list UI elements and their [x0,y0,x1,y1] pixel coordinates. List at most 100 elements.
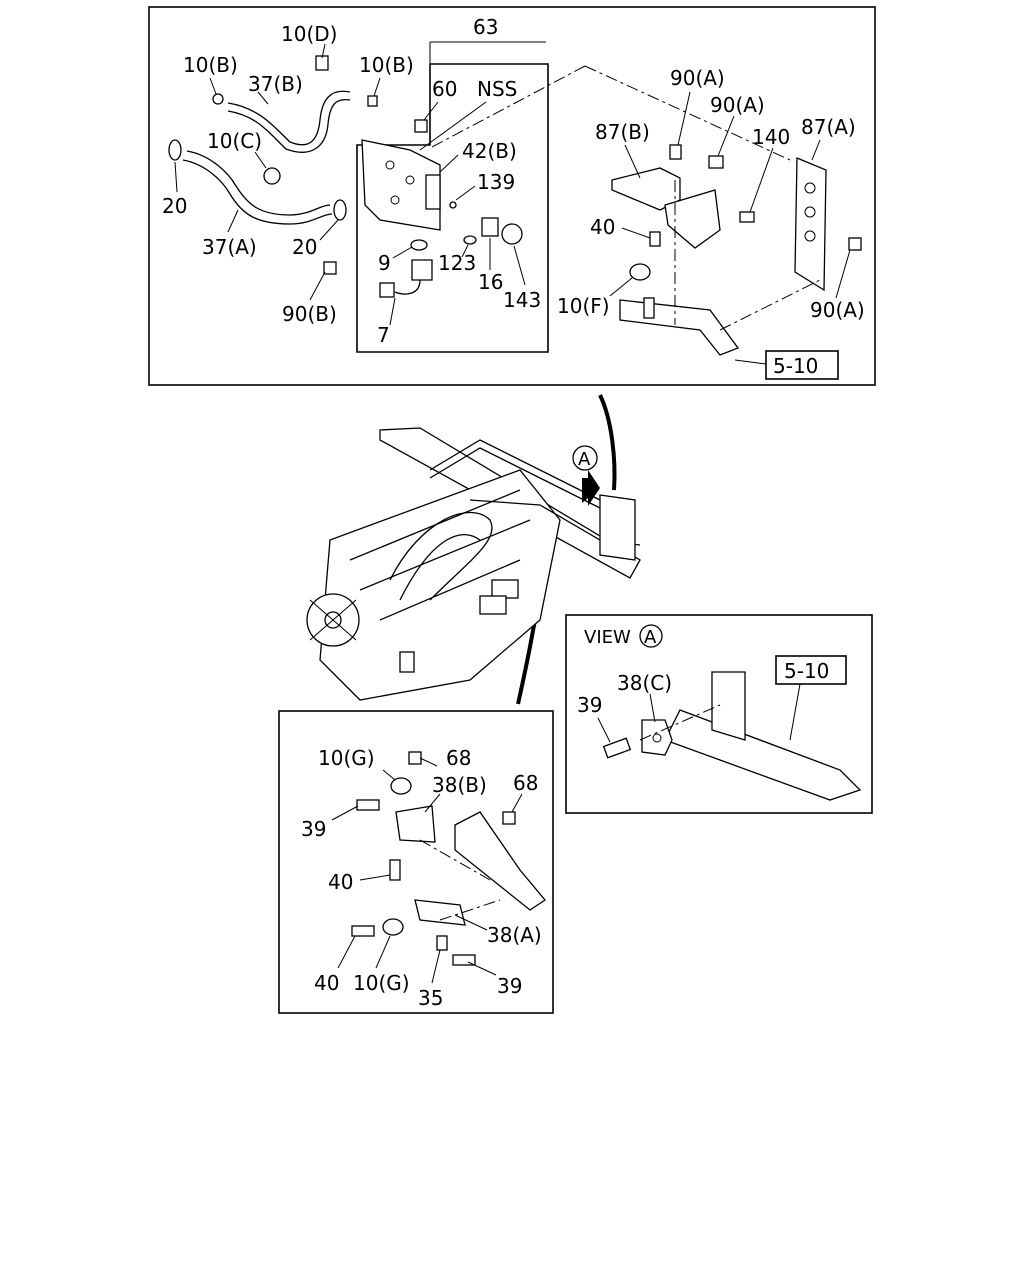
leader-123 [461,244,469,258]
leader-35 [431,949,441,984]
label-10b-left: 10(B) [183,53,238,77]
hose-37a [186,150,331,216]
label-68-right: 68 [513,771,538,795]
engine-part-cyl-1 [491,579,519,599]
leader-90a-2 [717,115,735,157]
label-10c: 10(C) [207,129,262,153]
label-87a: 87(A) [801,115,856,139]
label-7: 7 [377,323,390,347]
label-38b: 38(B) [432,773,487,797]
clamp-10b-right [367,95,378,107]
top-panel-frame [148,6,876,386]
engine-line-2 [359,519,531,591]
engine-block [319,469,561,701]
leader-40-mid [359,874,391,881]
leader-38b [424,793,441,813]
detail-nut-35 [436,935,448,951]
label-42b: 42(B) [462,139,517,163]
top-panel: 5-10 63 10(D) 10(B) 10(B) 37(B) [148,6,876,386]
leader-63 [429,42,548,65]
ref-label-top: 5-10 [773,354,818,378]
leader-37a [227,209,239,233]
leader-38c [649,693,656,723]
leader-39-bottom [467,961,497,976]
leader-10b-right [373,77,381,97]
link-curve-top [598,394,617,491]
label-10g-bottom: 10(G) [353,971,410,995]
view-bracket [711,671,746,741]
arrow-a-label: A [578,449,591,470]
label-39-mid: 39 [301,817,326,841]
label-39-view: 39 [577,693,602,717]
cap-143 [501,223,523,245]
detail-clamp-10g-top [390,777,412,795]
clamp-10b-left [212,93,224,105]
arrow-a-circle [572,445,598,471]
leader-39-mid [331,805,359,821]
group-63-box [356,63,549,353]
leader-10g-top [382,769,396,781]
engine-assembly: A [306,427,641,701]
leader-10g-bottom [375,935,391,969]
valve-42b [425,174,441,210]
bracket-87a-hole-1 [804,182,816,194]
frame-rail-post [643,297,655,319]
leader-139 [455,185,476,201]
view-title: VIEW [584,627,631,648]
label-87b: 87(B) [595,120,650,144]
leader-dash-3 [719,279,821,331]
detail-bolt-40-bottom [351,925,375,937]
leader-10c [254,151,267,169]
leader-40-bottom [337,935,356,969]
leader-90a-3 [835,249,851,299]
label-68-top: 68 [446,746,471,770]
detail-dash-1 [419,839,491,881]
label-60: 60 [432,77,457,101]
leader-dash-1 [584,65,791,161]
switch-7-wire [394,279,421,295]
label-139: 139 [477,170,515,194]
detail-frame-rail [454,811,546,911]
leader-10f [609,277,633,297]
label-38c: 38(C) [617,671,672,695]
detail-bracket-38b [395,805,436,843]
label-40-bottom: 40 [314,971,339,995]
arrow-a-icon [582,470,600,506]
bracket-87a-hole-2 [804,206,816,218]
hose-37b [227,90,351,146]
label-37a: 37(A) [202,235,257,259]
detail-dash-2 [439,899,501,921]
hose-37a-edge [182,159,333,225]
clamp-10f [629,263,651,281]
clamp-10d [315,55,329,71]
switch-7 [411,259,433,281]
ring-123 [463,235,477,245]
detail-clamp-10g-bottom [382,918,404,936]
ref-label-view: 5-10 [784,659,829,683]
label-90b: 90(B) [282,302,337,326]
engine-bracket-a [599,494,636,561]
connector-7 [379,282,395,298]
label-38a: 38(A) [487,923,542,947]
leader-39-view [597,717,611,743]
label-20-right: 20 [292,235,317,259]
label-140: 140 [752,125,790,149]
fan-blade-2 [309,599,357,641]
leader-38a [454,914,488,931]
view-circle [639,624,663,648]
view-ref-leader [789,683,801,741]
ref-box-view [775,655,847,685]
leader-40-top [621,227,651,239]
label-40-top: 40 [590,215,615,239]
bracket-hole-2 [405,175,415,185]
detail-frame [278,710,554,1014]
hose-37b-edge [227,98,351,153]
detail-bracket-38a [414,899,466,926]
washer-9 [410,239,428,251]
bracket-87a-hole-3 [804,230,816,242]
label-90a-top2: 90(A) [710,93,765,117]
bolt-60 [414,119,428,133]
label-10f: 10(F) [557,294,610,318]
label-63: 63 [473,15,498,39]
